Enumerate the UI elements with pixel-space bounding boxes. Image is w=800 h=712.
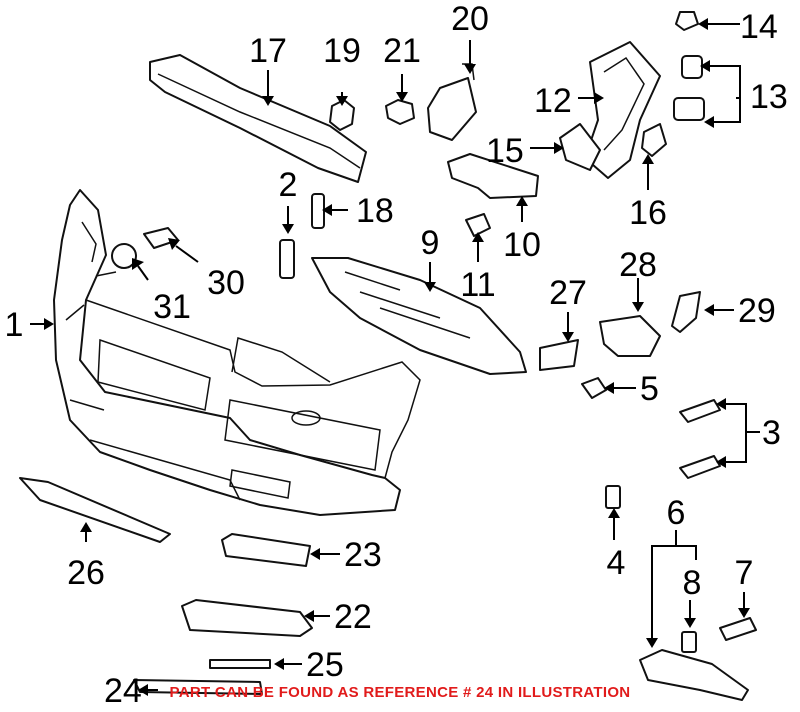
part-20-mount — [427, 63, 477, 141]
part-5-fastener — [581, 377, 607, 399]
callout-6: 6 — [667, 494, 686, 532]
callout-28: 28 — [619, 246, 657, 284]
part-17-reinforcement-bar — [149, 54, 367, 183]
callout-20: 20 — [451, 0, 489, 38]
callout-16: 16 — [629, 194, 667, 232]
callout-26: 26 — [67, 554, 105, 592]
callout-10: 10 — [503, 226, 541, 264]
part-24-trim — [133, 679, 263, 695]
callout-13: 13 — [750, 78, 788, 116]
callout-27: 27 — [549, 274, 587, 312]
callout-3: 3 — [762, 414, 781, 452]
callout-17: 17 — [249, 32, 287, 70]
part-29-clip — [671, 291, 701, 333]
part-4-clip — [605, 485, 621, 509]
callout-labels: 17 19 21 20 12 15 14 13 16 10 11 18 2 9 … — [5, 0, 788, 710]
part-12-bracket — [584, 41, 661, 179]
leader-lines — [30, 18, 760, 696]
part-22-grille — [181, 599, 313, 637]
callout-19: 19 — [323, 32, 361, 70]
part-2-pin — [279, 239, 295, 279]
callout-18: 18 — [356, 192, 394, 230]
callout-12: 12 — [534, 82, 572, 120]
part-27-plate — [539, 339, 579, 371]
part-9-under-shield — [311, 257, 527, 375]
callout-7: 7 — [735, 554, 754, 592]
callout-11: 11 — [460, 266, 495, 304]
callout-31: 31 — [153, 288, 191, 326]
part-10-guide — [447, 153, 539, 199]
callout-8: 8 — [683, 564, 702, 602]
callout-4: 4 — [607, 544, 626, 582]
callout-30: 30 — [207, 264, 245, 302]
part-3-bolts — [679, 399, 721, 479]
callout-24: 24 — [104, 672, 142, 710]
part-8-clip — [681, 631, 697, 653]
callout-15: 15 — [486, 132, 524, 170]
part-13-bolts — [673, 55, 705, 121]
callout-2: 2 — [279, 166, 298, 204]
part-11-bolt — [465, 213, 491, 237]
part-25-strip — [209, 659, 271, 669]
part-16-fastener — [641, 123, 667, 157]
part-14-clip — [675, 11, 699, 31]
callout-1: 1 — [5, 306, 24, 344]
callout-14: 14 — [740, 8, 778, 46]
part-1-bumper-cover — [53, 189, 421, 516]
part-23-grille-insert — [221, 533, 311, 567]
callout-29: 29 — [738, 292, 776, 330]
callout-22: 22 — [334, 598, 372, 636]
callout-21: 21 — [383, 32, 421, 70]
callout-5: 5 — [640, 370, 659, 408]
reference-notice: PART CAN BE FOUND AS REFERENCE # 24 IN I… — [169, 684, 631, 701]
callout-25: 25 — [306, 646, 344, 684]
callout-9: 9 — [421, 224, 440, 262]
part-28-module — [599, 315, 661, 357]
part-6-corner-trim — [639, 649, 749, 701]
part-7-bolt — [719, 617, 757, 641]
part-31-sensor-ring — [111, 243, 137, 269]
part-26-trim-strip — [19, 477, 171, 543]
part-15-small-bracket — [559, 123, 601, 171]
part-18-stud — [311, 193, 325, 229]
callout-23: 23 — [344, 536, 382, 574]
part-21-bolt — [385, 99, 415, 125]
